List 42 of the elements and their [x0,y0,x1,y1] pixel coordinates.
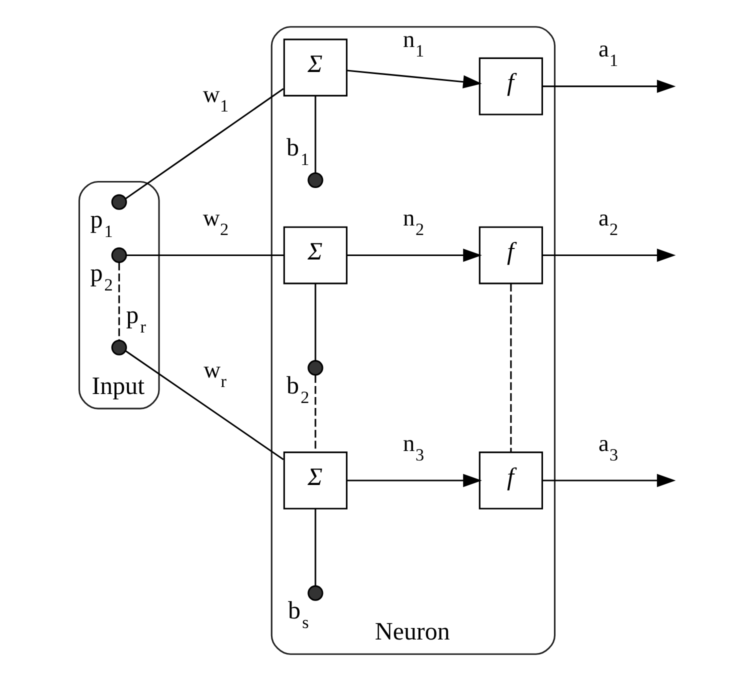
edge-label: w$_{1}$ [202,82,229,116]
node-label: p$_{2}$ [90,260,113,294]
connector [314,96,316,174]
node-circle [308,172,324,188]
arrow [542,474,676,488]
node-circle [308,360,324,376]
node-circle [111,247,127,264]
node-label: b$_{s}$ [288,598,309,632]
node-label: b$_{1}$ [286,134,310,170]
edge-label: a$_{1}$ [598,36,618,70]
node-box: Σ [283,38,348,96]
connector [314,375,316,452]
arrow [347,474,482,488]
arrow [347,248,482,262]
connector [125,350,284,460]
connector [125,88,284,200]
edge-label: a$_{2}$ [598,206,618,240]
connector [126,254,284,256]
connector [314,284,316,361]
edge-label: w$_{r}$ [204,357,227,391]
node-box: f [478,57,544,116]
node-circle [308,585,324,601]
edge-label: n$_{1}$ [403,27,424,61]
connector [118,262,120,340]
connector [314,508,316,586]
node-circle [111,194,127,210]
arrow [542,248,676,262]
edge-label: a$_{3}$ [598,430,618,464]
node-box: f [478,226,544,284]
edge-label: w$_{2}$ [202,206,229,240]
node-box: f [478,452,544,510]
edge-label: n$_{3}$ [403,430,424,464]
edge-label: n$_{2}$ [403,206,424,240]
node-label: b$_{2}$ [286,372,310,407]
node-box: Σ [283,452,348,510]
node-label: p$_{1}$ [90,206,113,242]
arrow [347,70,482,88]
connector [510,284,512,452]
node-box: Σ [283,226,348,284]
arrow [542,80,676,93]
node-label: p$_{r}$ [126,302,146,336]
node-circle [111,340,127,356]
